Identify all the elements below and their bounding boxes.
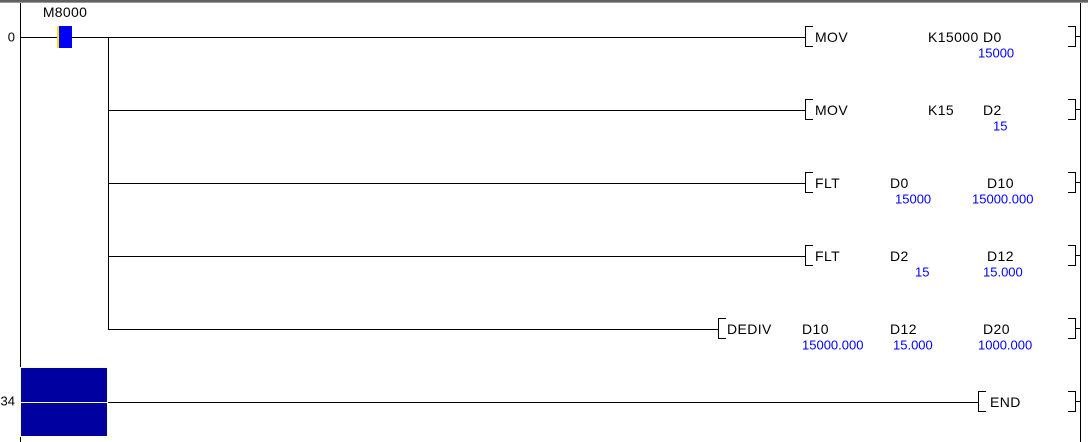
bracket-rail-tick <box>1075 255 1080 256</box>
monitor-value: 15000 <box>978 45 1015 61</box>
left-bracket <box>718 318 726 339</box>
monitor-value: 15.000 <box>893 337 933 353</box>
bracket-rail-tick <box>1075 36 1080 37</box>
monitor-value: 15 <box>915 264 930 280</box>
left-power-rail <box>20 3 21 442</box>
operand: D20 <box>983 321 1010 337</box>
instruction-flt-d0-d10[interactable]: FLT D0 D10 15000 15000.000 <box>805 172 1081 212</box>
instruction-mnemonic: DEDIV <box>727 321 772 337</box>
monitor-value: 15 <box>993 118 1008 134</box>
bracket-rail-tick <box>1075 401 1080 402</box>
instruction-mnemonic: FLT <box>815 248 841 264</box>
monitor-value: 15000.000 <box>802 337 864 353</box>
operand: D2 <box>983 102 1002 118</box>
operand: D0 <box>890 175 909 191</box>
left-bracket <box>978 391 986 412</box>
instruction-mnemonic: MOV <box>815 102 849 118</box>
left-bracket <box>805 172 813 193</box>
instruction-mov-k15-d2[interactable]: MOV K15 D2 15 <box>805 99 1081 139</box>
bracket-rail-tick <box>1075 328 1080 329</box>
operand: D0 <box>983 29 1002 45</box>
bracket-rail-tick <box>1075 109 1080 110</box>
left-bracket <box>805 99 813 120</box>
contact-label: M8000 <box>42 4 88 20</box>
operand: D12 <box>987 248 1014 264</box>
monitor-value: 1000.000 <box>978 337 1033 353</box>
rung-number-34: 34 <box>0 393 15 409</box>
left-bracket <box>805 245 813 266</box>
left-bracket <box>805 26 813 47</box>
operand: K15000 <box>928 29 979 45</box>
rung-line-2 <box>108 110 805 111</box>
operand: D12 <box>890 321 917 337</box>
edit-cursor[interactable] <box>20 367 108 437</box>
instruction-mnemonic: END <box>990 394 1021 410</box>
instruction-mnemonic: MOV <box>815 29 849 45</box>
rung-line-end <box>108 402 978 403</box>
operand: D10 <box>802 321 829 337</box>
right-power-rail <box>1080 3 1081 442</box>
branch-line <box>108 37 109 330</box>
monitor-value: 15000.000 <box>972 191 1034 207</box>
top-border-shadow <box>0 2 1088 3</box>
rung-line-3 <box>108 183 805 184</box>
operand: D2 <box>890 248 909 264</box>
rung-line-5 <box>108 329 718 330</box>
top-border <box>0 0 1088 2</box>
operand: K15 <box>928 102 955 118</box>
instruction-end[interactable]: END <box>978 391 1081 431</box>
operand: D10 <box>987 175 1014 191</box>
instruction-flt-d2-d12[interactable]: FLT D2 D12 15 15.000 <box>805 245 1081 285</box>
rung-number-0: 0 <box>7 29 15 45</box>
contact-m8000[interactable] <box>57 26 72 48</box>
monitor-value: 15000 <box>895 191 932 207</box>
instruction-dediv-d10-d12-d20[interactable]: DEDIV D10 D12 D20 15000.000 15.000 1000.… <box>718 318 1081 358</box>
instruction-mnemonic: FLT <box>815 175 841 191</box>
bracket-rail-tick <box>1075 182 1080 183</box>
rung-line-4 <box>108 256 805 257</box>
rung-line-1 <box>21 37 805 38</box>
monitor-value: 15.000 <box>983 264 1023 280</box>
instruction-mov-k15000-d0[interactable]: MOV K15000 D0 15000 <box>805 26 1081 66</box>
cursor-rung-line <box>21 402 107 403</box>
